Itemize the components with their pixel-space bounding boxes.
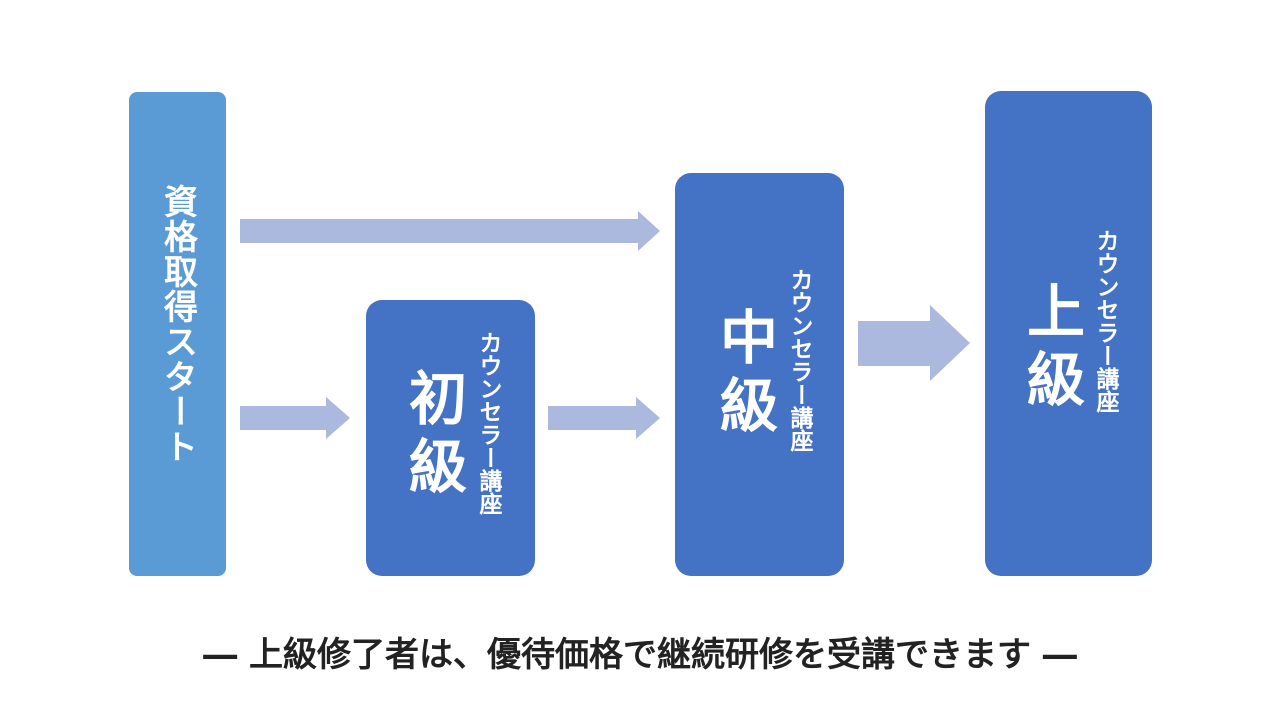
advanced-course-subtitle: カウンセラー講座 [1092, 229, 1118, 413]
basic-course-subtitle: カウンセラー講座 [475, 331, 501, 515]
advanced-course-title: 上級 [1017, 281, 1085, 417]
start-box: 資格取得スタート [129, 92, 226, 576]
advanced-course-box: 上級 カウンセラー講座 [985, 91, 1152, 576]
arrow-middle-to-advanced [858, 305, 970, 381]
start-label: 資格取得スタート [157, 184, 198, 464]
intermediate-course-subtitle: カウンセラー講座 [786, 268, 812, 452]
footer-note: ― 上級修了者は、優待価格で継続研修を受講できます ― [203, 635, 1077, 675]
intermediate-course-title: 中級 [710, 307, 778, 443]
arrow-start-to-basic [240, 397, 350, 439]
basic-course-title: 初級 [399, 368, 467, 504]
arrow-start-to-middle [240, 211, 660, 251]
basic-course-box: 初級 カウンセラー講座 [366, 300, 535, 576]
intermediate-course-box: 中級 カウンセラー講座 [675, 173, 844, 576]
arrow-basic-to-middle [548, 397, 660, 439]
